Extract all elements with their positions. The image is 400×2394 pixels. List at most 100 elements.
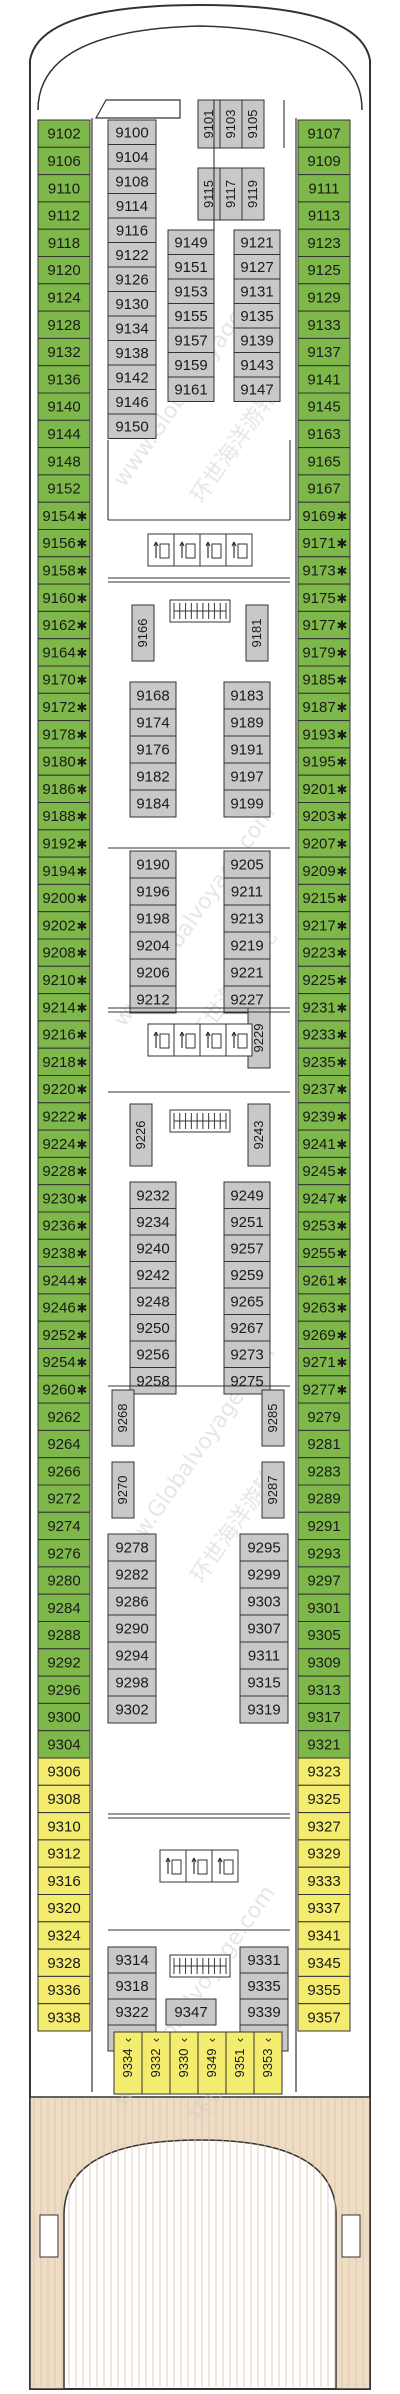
cabin-9139[interactable]: 9139 (233, 327, 281, 353)
cabin-9216[interactable]: 9216✱ (37, 1020, 91, 1049)
cabin-9297[interactable]: 9297 (297, 1566, 351, 1595)
cabin-9155[interactable]: 9155 (167, 303, 215, 329)
cabin-9246[interactable]: 9246✱ (37, 1293, 91, 1322)
cabin-9339[interactable]: 9339 (239, 1998, 289, 2026)
cabin-9323[interactable]: 9323 (297, 1757, 351, 1786)
cabin-9303[interactable]: 9303 (239, 1587, 289, 1616)
cabin-9308[interactable]: 9308 (37, 1784, 91, 1814)
cabin-9247[interactable]: 9247✱ (297, 1184, 351, 1213)
cabin-9125[interactable]: 9125 (297, 256, 351, 285)
cabin-9124[interactable]: 9124 (37, 283, 91, 312)
cabin-9295[interactable]: 9295 (239, 1533, 289, 1562)
cabin-9235[interactable]: 9235✱ (297, 1047, 351, 1076)
cabin-9123[interactable]: 9123 (297, 228, 351, 257)
cabin-9168[interactable]: 9168 (129, 681, 177, 710)
cabin-9198[interactable]: 9198 (129, 904, 177, 933)
cabin-9309[interactable]: 9309 (297, 1648, 351, 1677)
cabin-9324[interactable]: 9324 (37, 1921, 91, 1950)
cabin-9263[interactable]: 9263✱ (297, 1293, 351, 1322)
cabin-9289[interactable]: 9289 (297, 1484, 351, 1513)
cabin-9222[interactable]: 9222✱ (37, 1102, 91, 1131)
cabin-9253[interactable]: 9253✱ (297, 1211, 351, 1240)
cabin-9100[interactable]: 9100 (107, 119, 157, 145)
cabin-9271[interactable]: 9271✱ (297, 1348, 351, 1377)
cabin-9332[interactable]: 9332‹ (141, 2031, 171, 2095)
cabin-9276[interactable]: 9276 (37, 1539, 91, 1568)
cabin-9187[interactable]: 9187✱ (297, 692, 351, 722)
cabin-9109[interactable]: 9109 (297, 146, 351, 176)
cabin-9238[interactable]: 9238✱ (37, 1238, 91, 1268)
cabin-9181[interactable]: 9181 (245, 604, 269, 662)
cabin-9103[interactable]: 9103 (219, 99, 243, 149)
cabin-9280[interactable]: 9280 (37, 1566, 91, 1595)
cabin-9160[interactable]: 9160✱ (37, 583, 91, 612)
cabin-9229[interactable]: 9229 (247, 1007, 271, 1069)
cabin-9150[interactable]: 9150 (107, 413, 157, 439)
cabin-9257[interactable]: 9257 (223, 1234, 271, 1262)
cabin-9290[interactable]: 9290 (107, 1614, 157, 1643)
cabin-9111[interactable]: 9111 (297, 174, 351, 203)
cabin-9148[interactable]: 9148 (37, 447, 91, 476)
cabin-9226[interactable]: 9226 (129, 1103, 153, 1167)
cabin-9336[interactable]: 9336 (37, 1975, 91, 2005)
cabin-9186[interactable]: 9186✱ (37, 774, 91, 804)
cabin-9304[interactable]: 9304 (37, 1730, 91, 1759)
cabin-9261[interactable]: 9261✱ (297, 1266, 351, 1295)
cabin-9200[interactable]: 9200✱ (37, 883, 91, 913)
cabin-9353[interactable]: 9353‹ (253, 2031, 283, 2095)
cabin-9258[interactable]: 9258 (129, 1367, 177, 1395)
cabin-9147[interactable]: 9147 (233, 376, 281, 402)
cabin-9132[interactable]: 9132 (37, 337, 91, 367)
cabin-9241[interactable]: 9241✱ (297, 1129, 351, 1158)
cabin-9197[interactable]: 9197 (223, 762, 271, 791)
cabin-9146[interactable]: 9146 (107, 389, 157, 415)
cabin-9325[interactable]: 9325 (297, 1784, 351, 1814)
cabin-9213[interactable]: 9213 (223, 904, 271, 933)
cabin-9302[interactable]: 9302 (107, 1695, 157, 1724)
cabin-9313[interactable]: 9313 (297, 1675, 351, 1704)
cabin-9196[interactable]: 9196 (129, 877, 177, 906)
cabin-9305[interactable]: 9305 (297, 1621, 351, 1650)
cabin-9143[interactable]: 9143 (233, 352, 281, 378)
cabin-9232[interactable]: 9232 (129, 1181, 177, 1209)
cabin-9322[interactable]: 9322 (107, 1998, 157, 2026)
cabin-9272[interactable]: 9272 (37, 1484, 91, 1513)
cabin-9174[interactable]: 9174 (129, 708, 177, 737)
cabin-9159[interactable]: 9159 (167, 352, 215, 378)
cabin-9327[interactable]: 9327 (297, 1812, 351, 1841)
cabin-9173[interactable]: 9173✱ (297, 556, 351, 585)
cabin-9357[interactable]: 9357 (297, 2003, 351, 2032)
cabin-9210[interactable]: 9210✱ (37, 965, 91, 995)
cabin-9179[interactable]: 9179✱ (297, 638, 351, 667)
cabin-9318[interactable]: 9318 (107, 1972, 157, 2000)
cabin-9328[interactable]: 9328 (37, 1948, 91, 1977)
cabin-9285[interactable]: 9285 (261, 1389, 285, 1447)
cabin-9296[interactable]: 9296 (37, 1675, 91, 1704)
cabin-9105[interactable]: 9105 (241, 99, 265, 149)
cabin-9171[interactable]: 9171✱ (297, 529, 351, 558)
cabin-9252[interactable]: 9252✱ (37, 1320, 91, 1349)
cabin-9117[interactable]: 9117 (219, 167, 243, 221)
cabin-9137[interactable]: 9137 (297, 337, 351, 367)
cabin-9182[interactable]: 9182 (129, 762, 177, 791)
cabin-9169[interactable]: 9169✱ (297, 501, 351, 531)
cabin-9355[interactable]: 9355 (297, 1975, 351, 2005)
cabin-9156[interactable]: 9156✱ (37, 529, 91, 558)
cabin-9279[interactable]: 9279 (297, 1402, 351, 1431)
cabin-9192[interactable]: 9192✱ (37, 829, 91, 858)
cabin-9337[interactable]: 9337 (297, 1894, 351, 1923)
cabin-9262[interactable]: 9262 (37, 1402, 91, 1431)
cabin-9240[interactable]: 9240 (129, 1234, 177, 1262)
cabin-9266[interactable]: 9266 (37, 1457, 91, 1486)
cabin-9274[interactable]: 9274 (37, 1511, 91, 1541)
cabin-9329[interactable]: 9329 (297, 1839, 351, 1868)
cabin-9172[interactable]: 9172✱ (37, 692, 91, 722)
cabin-9130[interactable]: 9130 (107, 291, 157, 317)
cabin-9331[interactable]: 9331 (239, 1946, 289, 1974)
cabin-9321[interactable]: 9321 (297, 1730, 351, 1759)
cabin-9330[interactable]: 9330‹ (169, 2031, 199, 2095)
cabin-9127[interactable]: 9127 (233, 254, 281, 280)
cabin-9265[interactable]: 9265 (223, 1287, 271, 1315)
cabin-9101[interactable]: 9101 (197, 99, 221, 149)
cabin-9104[interactable]: 9104 (107, 144, 157, 170)
